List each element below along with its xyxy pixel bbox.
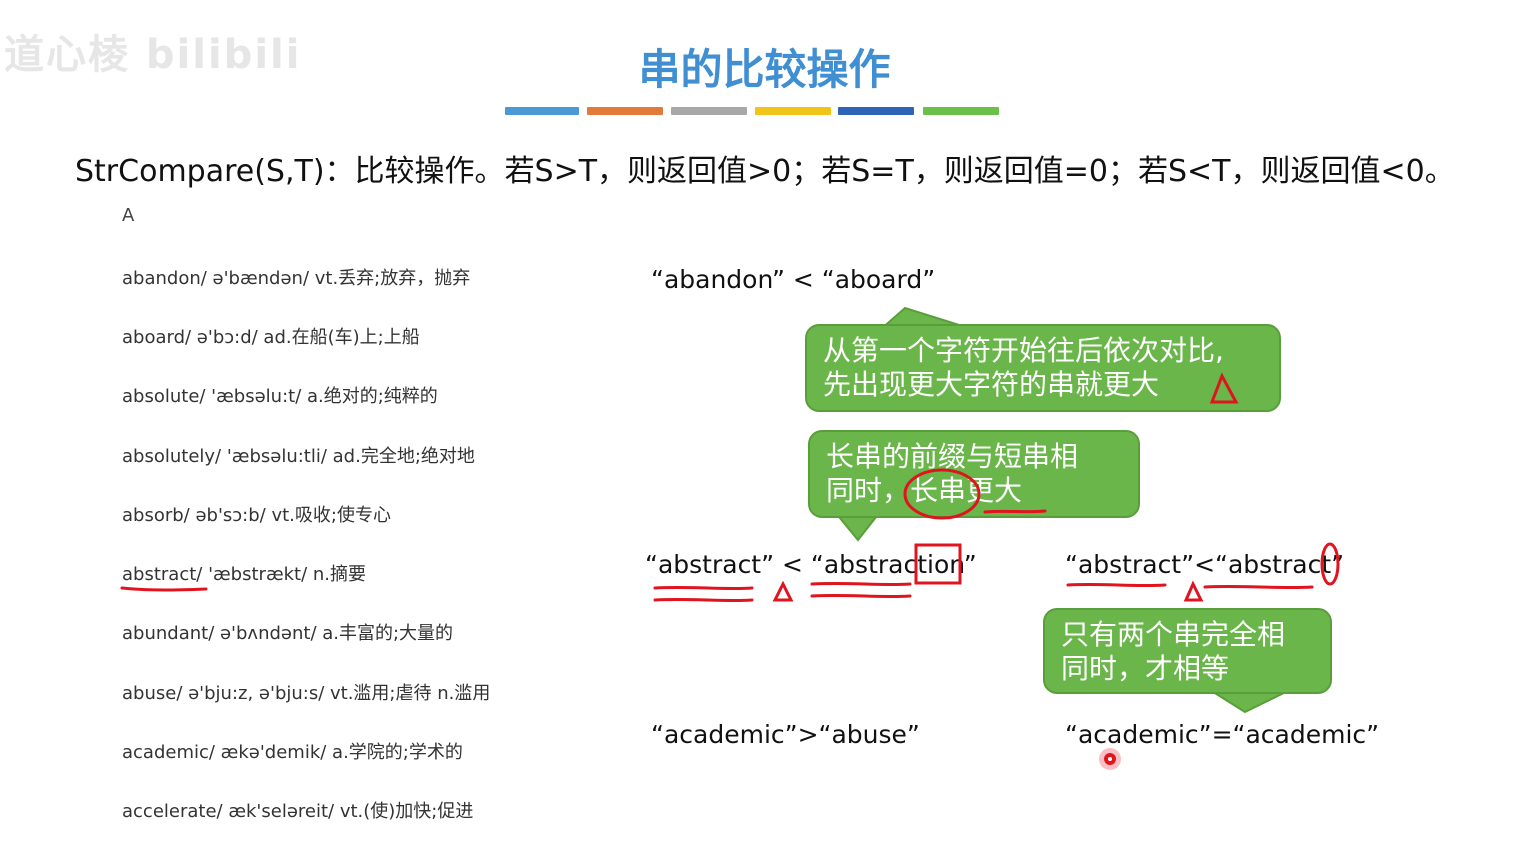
triangle-mark-2 [772,580,794,602]
word-item: absolute/ 'æbsəlu:t/ a.绝对的;纯粹的 [122,386,438,407]
underline-long-abstract [1203,584,1314,590]
title-bar-4 [755,107,831,115]
word-item: abundant/ ə'bʌndənt/ a.丰富的;大量的 [122,623,454,644]
underline-abstraction-1 [810,581,912,587]
word-item: abuse/ ə'bju:z, ə'bju:s/ vt.滥用;虐待 n.滥用 [122,683,491,704]
underline-abstract-word [120,586,208,592]
box-suffix-ion [914,543,962,585]
word-item: aboard/ ə'bɔ:d/ ad.在船(车)上;上船 [122,327,420,348]
comparison-abandon-aboard: “abandon” < “aboard” [651,265,936,294]
triangle-mark-1 [1209,372,1239,404]
comparison-academic-abuse: “academic”>“abuse” [651,720,920,749]
slide-title: 串的比较操作 [638,45,891,94]
hint-bubble-prefix: 长串的前缀与短串相 同时，长串更大 [808,430,1140,518]
underline-abstract-1 [653,585,754,591]
word-item: absolutely/ 'æbsəlu:tli/ ad.完全地;绝对地 [122,446,475,467]
comparison-abstract-abstraction: “abstract” < “abstraction” [645,550,977,579]
word-item: academic/ ækə'demik/ a.学院的;学术的 [122,742,463,763]
hint-bubble-equal: 只有两个串完全相 同时，才相等 [1043,608,1332,694]
circle-empty-char [1320,542,1340,586]
title-bar-2 [587,107,663,115]
bubble-line: 长串的前缀与短串相 [826,440,1079,473]
comparison-abstract-abstract: “abstract”<“abstract” [1065,550,1345,579]
circle-long-string [903,468,981,520]
triangle-mark-3 [1183,580,1204,602]
bubble-line: 从第一个字符开始往后依次对比, [823,334,1224,367]
title-bar-6 [923,107,999,115]
word-item: accelerate/ æk'seləreit/ vt.(使)加快;促进 [122,801,474,822]
word-item: abandon/ ə'bændən/ vt.丢弃;放弃，抛弃 [122,268,471,289]
comparison-academic-equal: “academic”=“academic” [1065,720,1380,749]
pointer-dot-center [1108,757,1112,761]
bubble-line: 先出现更大字符的串就更大 [823,368,1160,401]
bubble-line: 同时，长串更大 [826,474,1023,507]
title-bar-3 [671,107,747,115]
bubble-line: 只有两个串完全相 [1061,618,1286,651]
underline-abstract-2 [653,597,754,603]
underline-abstraction-2 [810,593,912,599]
watermark: 道心棱 bilibili [4,32,302,78]
word-item: absorb/ əb'sɔ:b/ vt.吸收;使专心 [122,505,391,526]
bubble-line: 同时，才相等 [1061,652,1230,685]
title-bar-1 [505,107,579,115]
title-bar-5 [838,107,914,115]
underline-short-abstract [1066,582,1167,588]
underline-bubble-text [983,509,1047,514]
word-item: abstract/ 'æbstrækt/ n.摘要 [122,564,367,585]
hint-bubble-char-compare: 从第一个字符开始往后依次对比, 先出现更大字符的串就更大 [805,324,1281,412]
strcompare-definition: StrCompare(S,T)：比较操作。若S>T，则返回值>0；若S=T，则返… [75,154,1455,189]
section-letter: A [122,205,135,226]
